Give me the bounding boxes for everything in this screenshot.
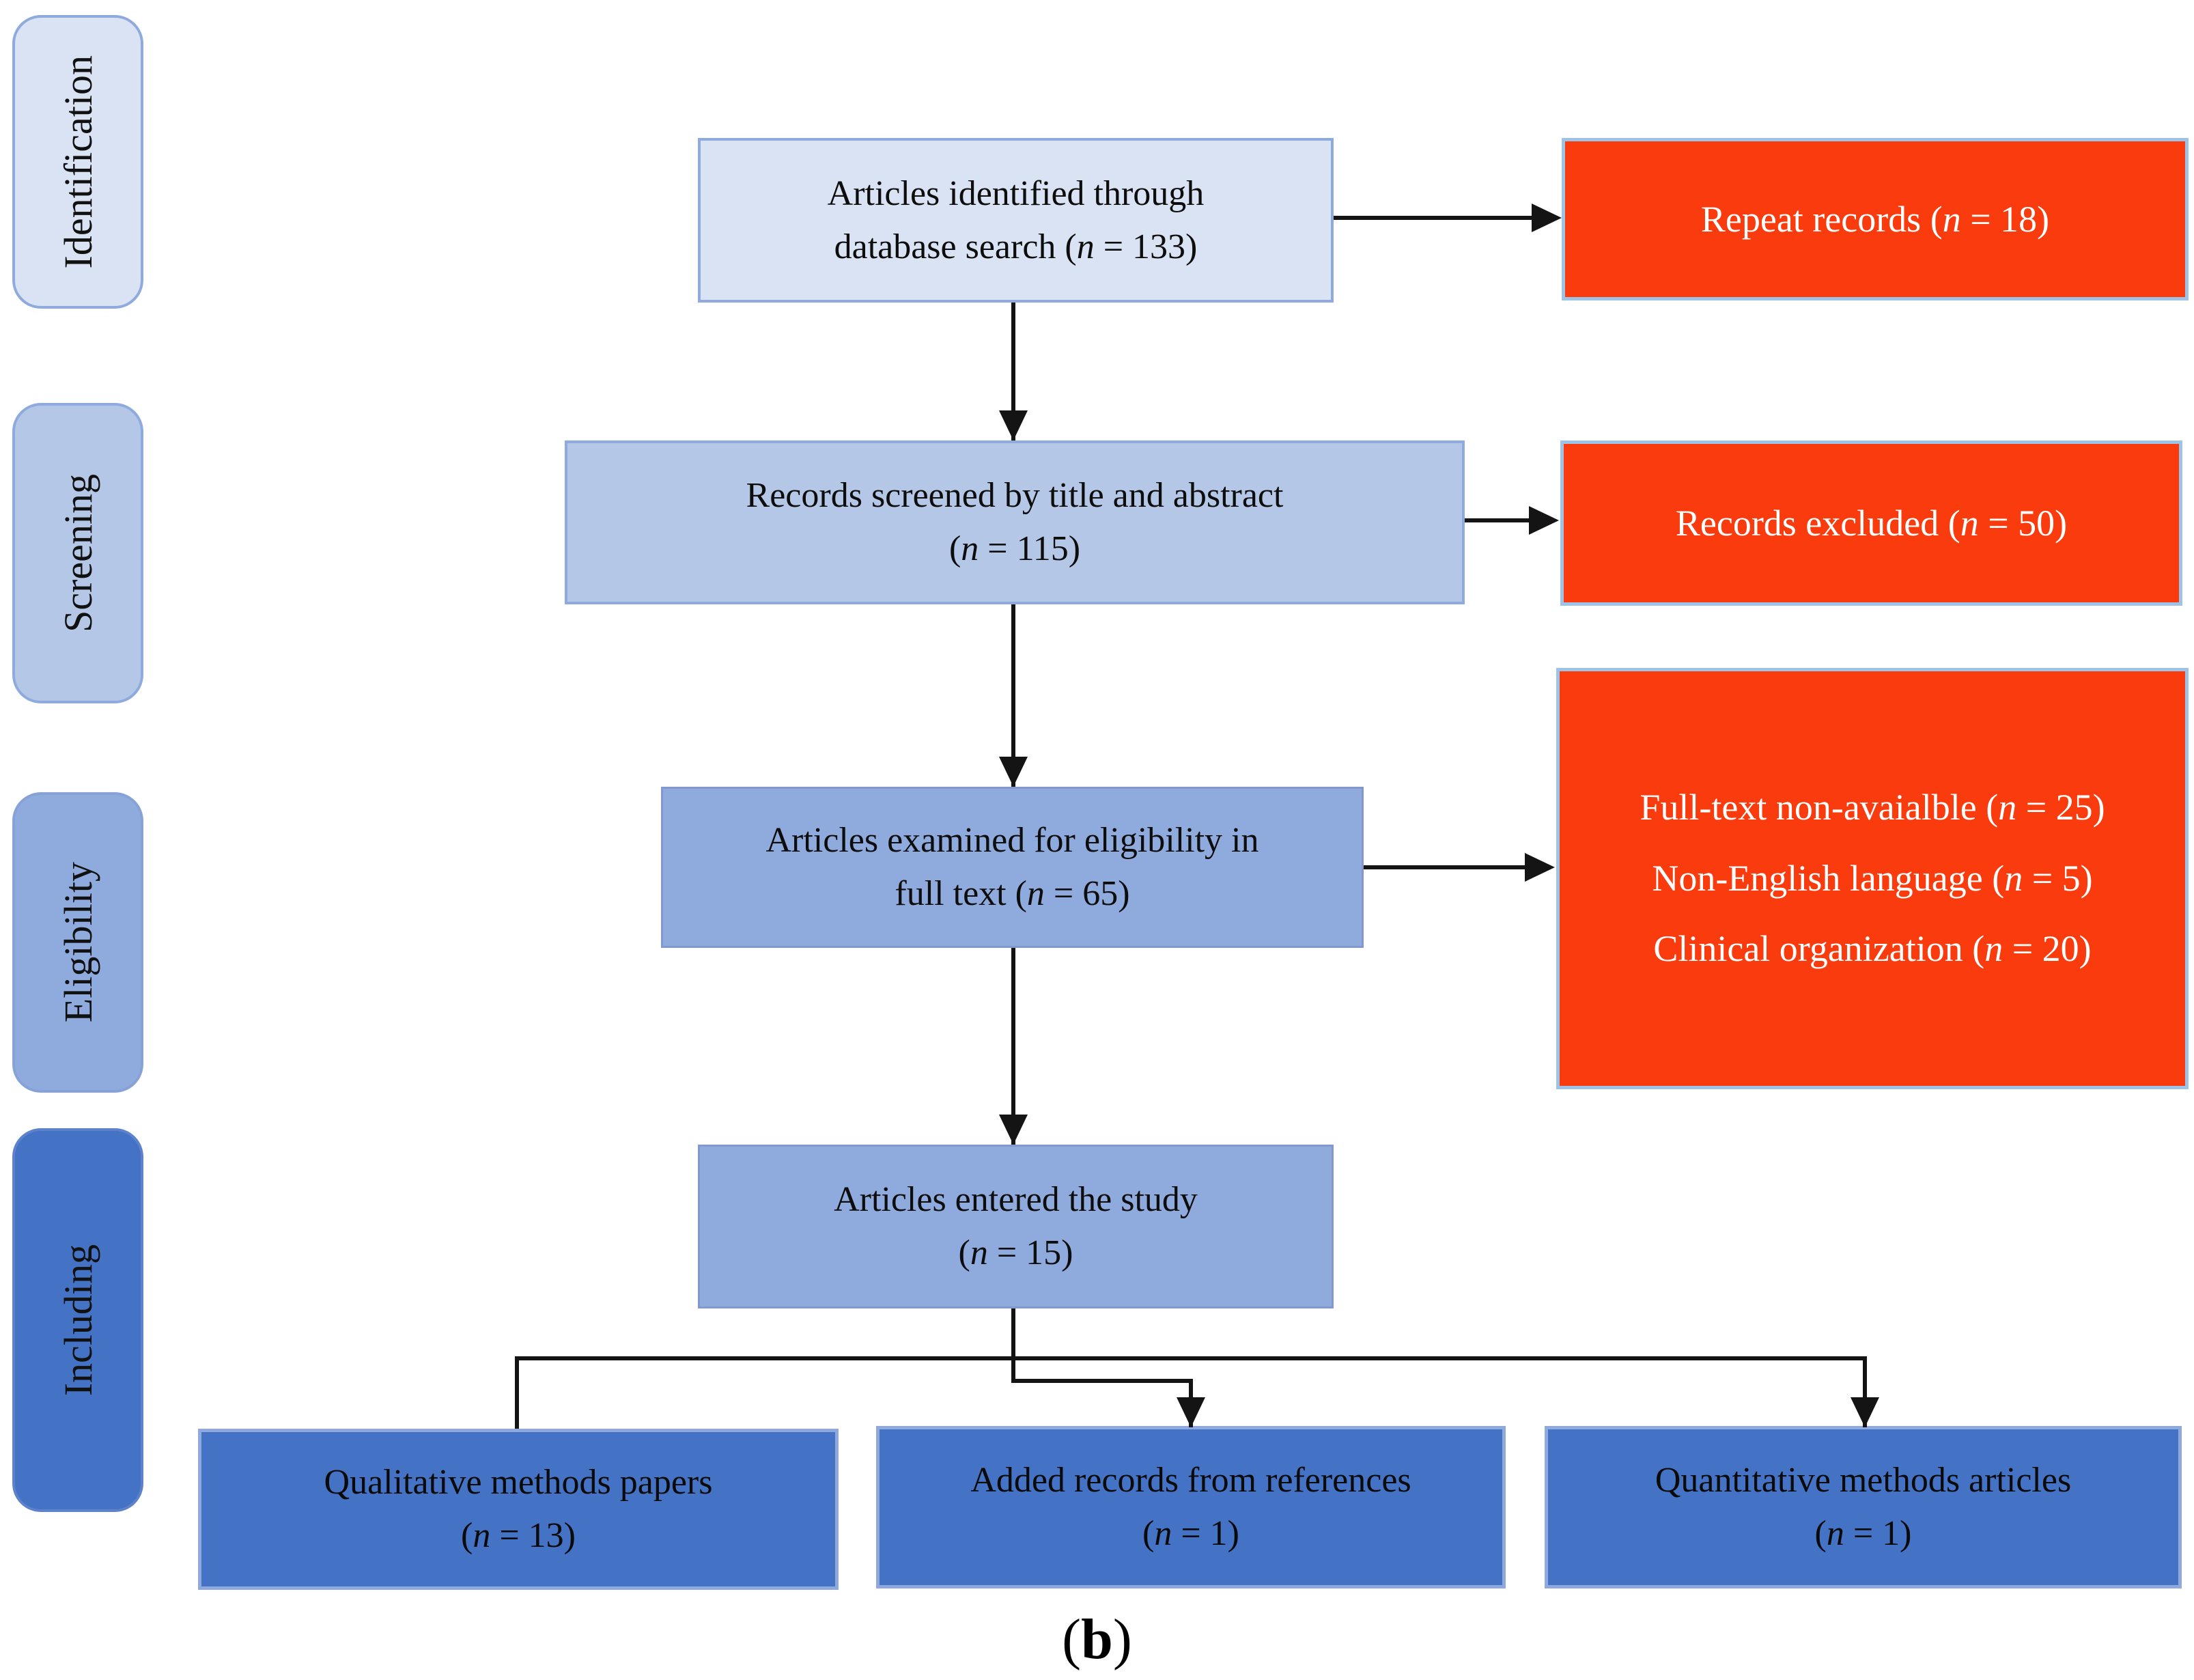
branch-right-line — [1863, 1356, 1867, 1427]
stage-label-identification: Identification — [55, 55, 100, 269]
exclusion-box-repeat-records: Repeat records (n = 18) — [1562, 138, 2189, 300]
flow-box-text: database search (n = 133) — [834, 227, 1198, 266]
flow-box-records-screened: Records screened by title and abstract (… — [565, 440, 1465, 604]
flow-box-text: Articles entered the study — [834, 1180, 1198, 1219]
arrow-eligibility-to-fulltext — [1364, 865, 1526, 869]
flow-box-articles-examined: Articles examined for eligibility in ful… — [661, 787, 1364, 948]
arrowhead-down-icon — [1851, 1397, 1879, 1427]
stage-label-screening: Screening — [55, 474, 100, 632]
branch-stem-line — [1011, 1308, 1015, 1383]
flow-box-text: (n = 1) — [1814, 1514, 1912, 1553]
branch-left-line — [515, 1356, 519, 1429]
arrow-identification-to-repeat — [1334, 216, 1532, 220]
flow-box-text: (n = 115) — [948, 529, 1081, 568]
exclusion-box-fulltext-reasons: Full-text non-avaialble (n = 25) Non-Eng… — [1556, 668, 2189, 1089]
stage-label-including: Including — [55, 1244, 100, 1397]
flow-box-text: full text (n = 65) — [895, 874, 1130, 913]
stage-label-eligibility: Eligibility — [55, 862, 100, 1023]
arrow-screening-to-excluded — [1465, 518, 1530, 522]
exclusion-box-text: Clinical organization (n = 20) — [1653, 928, 2092, 970]
flow-box-qualitative-papers: Qualitative methods papers (n = 13) — [198, 1429, 839, 1590]
arrow-eligibility-to-included — [1011, 948, 1015, 1145]
flow-box-text: (n = 1) — [1142, 1514, 1239, 1553]
stage-tab-eligibility: Eligibility — [12, 792, 143, 1093]
arrowhead-down-icon — [999, 757, 1028, 787]
branch-middle-jog-line — [1011, 1379, 1193, 1383]
exclusion-box-text: Repeat records (n = 18) — [1700, 198, 2050, 240]
arrow-screening-to-eligibility — [1011, 604, 1015, 787]
caption-paren-close: ) — [1112, 1608, 1132, 1671]
arrowhead-down-icon — [999, 410, 1028, 440]
flow-box-text: (n = 13) — [461, 1516, 576, 1555]
stage-tab-screening: Screening — [12, 403, 143, 703]
flow-box-text: Quantitative methods articles — [1655, 1461, 2072, 1500]
exclusion-box-records-excluded: Records excluded (n = 50) — [1560, 440, 2182, 606]
arrowhead-down-icon — [999, 1115, 1028, 1145]
figure-caption: (b) — [0, 1606, 2194, 1672]
branch-horizontal-line — [515, 1356, 1867, 1360]
flow-box-articles-entered: Articles entered the study (n = 15) — [698, 1145, 1334, 1308]
arrowhead-right-icon — [1525, 853, 1555, 882]
flow-box-text: Added records from references — [970, 1461, 1411, 1500]
exclusion-box-text: Non-English language (n = 5) — [1652, 857, 2093, 899]
flow-box-text: Records screened by title and abstract — [746, 476, 1284, 515]
stage-tab-identification: Identification — [12, 15, 143, 309]
flow-box-added-references: Added records from references (n = 1) — [876, 1426, 1506, 1588]
flow-box-text: Qualitative methods papers — [324, 1463, 713, 1502]
flow-box-text: Articles examined for eligibility in — [765, 821, 1259, 860]
arrowhead-down-icon — [1177, 1397, 1205, 1427]
flow-box-text: (n = 15) — [958, 1233, 1073, 1272]
flow-box-quantitative-articles: Quantitative methods articles (n = 1) — [1545, 1426, 2182, 1588]
arrowhead-right-icon — [1529, 506, 1559, 535]
flow-box-text: Articles identified through — [827, 173, 1205, 213]
arrowhead-right-icon — [1532, 204, 1562, 232]
caption-paren-open: ( — [1062, 1608, 1082, 1671]
exclusion-box-text: Records excluded (n = 50) — [1675, 502, 2068, 544]
flow-box-articles-identified: Articles identified through database sea… — [698, 138, 1334, 303]
caption-letter: b — [1081, 1608, 1113, 1671]
arrow-identification-to-screening — [1011, 303, 1015, 440]
stage-tab-including: Including — [12, 1128, 143, 1512]
exclusion-box-text: Full-text non-avaialble (n = 25) — [1640, 786, 2105, 828]
